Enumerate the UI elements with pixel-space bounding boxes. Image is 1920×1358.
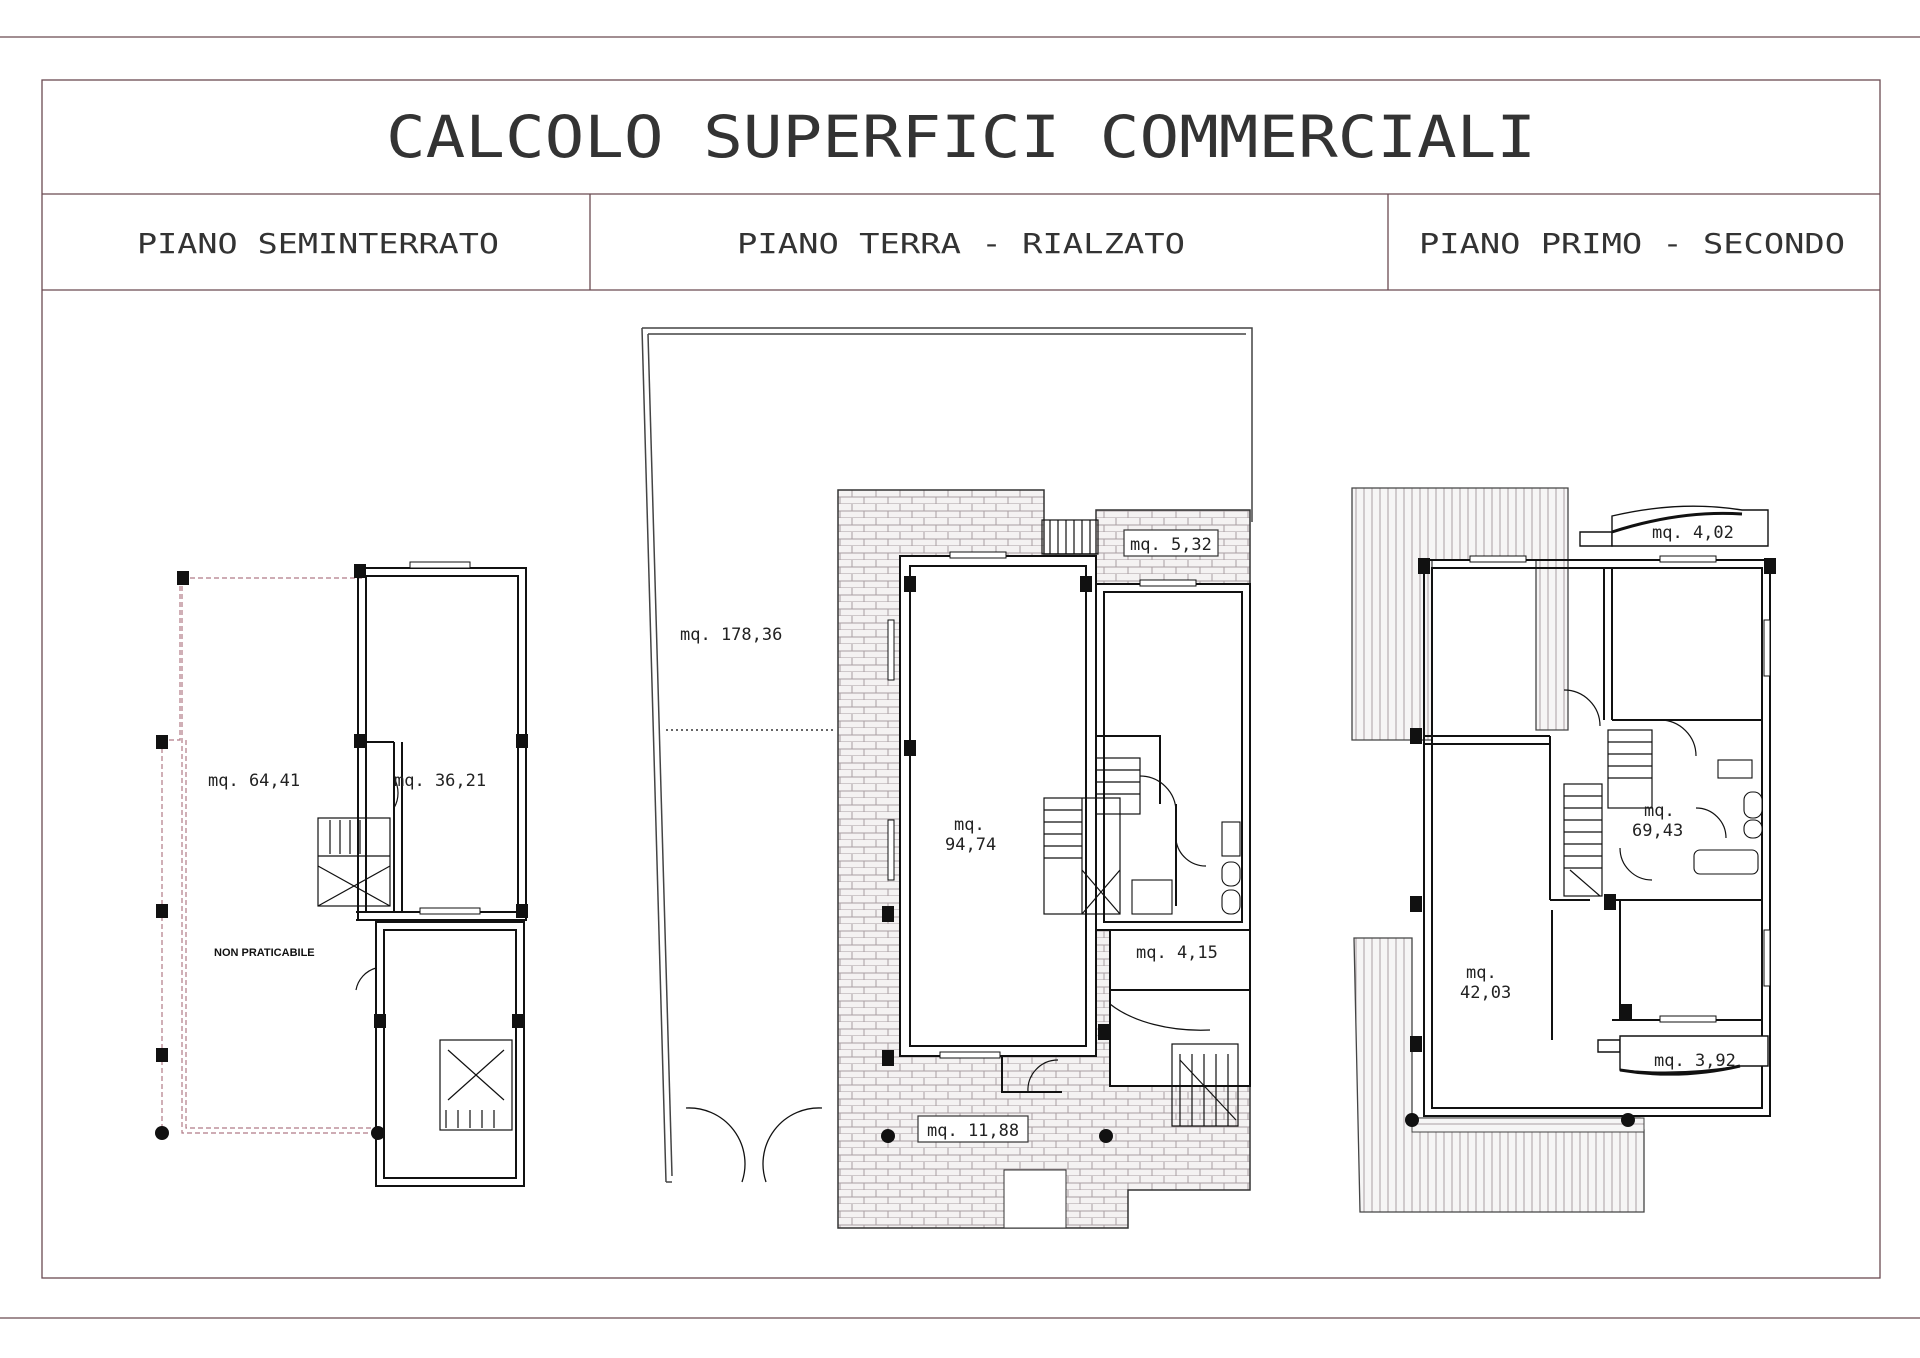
header-terra: PIANO TERRA - RIALZATO xyxy=(737,227,1185,260)
plan-terra: mq. 178,36 mq. 94,74 mq. 5,32 mq. 4,15 m… xyxy=(641,327,1253,1229)
area-terra-garden: mq. 178,36 xyxy=(680,625,782,645)
area-terra-porch: mq. 11,88 xyxy=(927,1121,1019,1141)
header-primo: PIANO PRIMO - SECONDO xyxy=(1419,227,1845,260)
area-primo-top-balcony: mq. 4,02 xyxy=(1652,523,1734,543)
plan-seminterrato: mq. 64,41 mq. 36,21 NON PRATICABILE xyxy=(155,561,528,1187)
page-title: CALCOLO SUPERFICI COMMERCIALI xyxy=(386,103,1536,171)
area-seminterrato-left: mq. 64,41 xyxy=(208,771,300,791)
sheet-frame xyxy=(0,36,1920,1319)
area-primo-left-value: 42,03 xyxy=(1460,983,1511,1003)
area-primo-bottom-balcony: mq. 3,92 xyxy=(1654,1051,1736,1071)
area-terra-small-terrace: mq. 5,32 xyxy=(1130,535,1212,555)
roof-hatch-top-left xyxy=(1351,487,1569,741)
plan-primo: mq. 4,02 mq. 69,43 mq. 42,03 mq. 3,92 xyxy=(1351,487,1776,1213)
note-non-praticabile: NON PRATICABILE xyxy=(214,947,315,959)
area-primo-right-label: mq. xyxy=(1644,801,1675,821)
roof-hatch-bottom xyxy=(1353,937,1645,1213)
area-primo-left-label: mq. xyxy=(1466,963,1497,983)
header-seminterrato: PIANO SEMINTERRATO xyxy=(137,227,499,260)
area-primo-right-value: 69,43 xyxy=(1632,821,1683,841)
area-seminterrato-right: mq. 36,21 xyxy=(394,771,486,791)
area-terra-main-value: 94,74 xyxy=(945,835,996,855)
area-terra-main-label: mq. xyxy=(954,815,985,835)
area-terra-balcony: mq. 4,15 xyxy=(1136,943,1218,963)
